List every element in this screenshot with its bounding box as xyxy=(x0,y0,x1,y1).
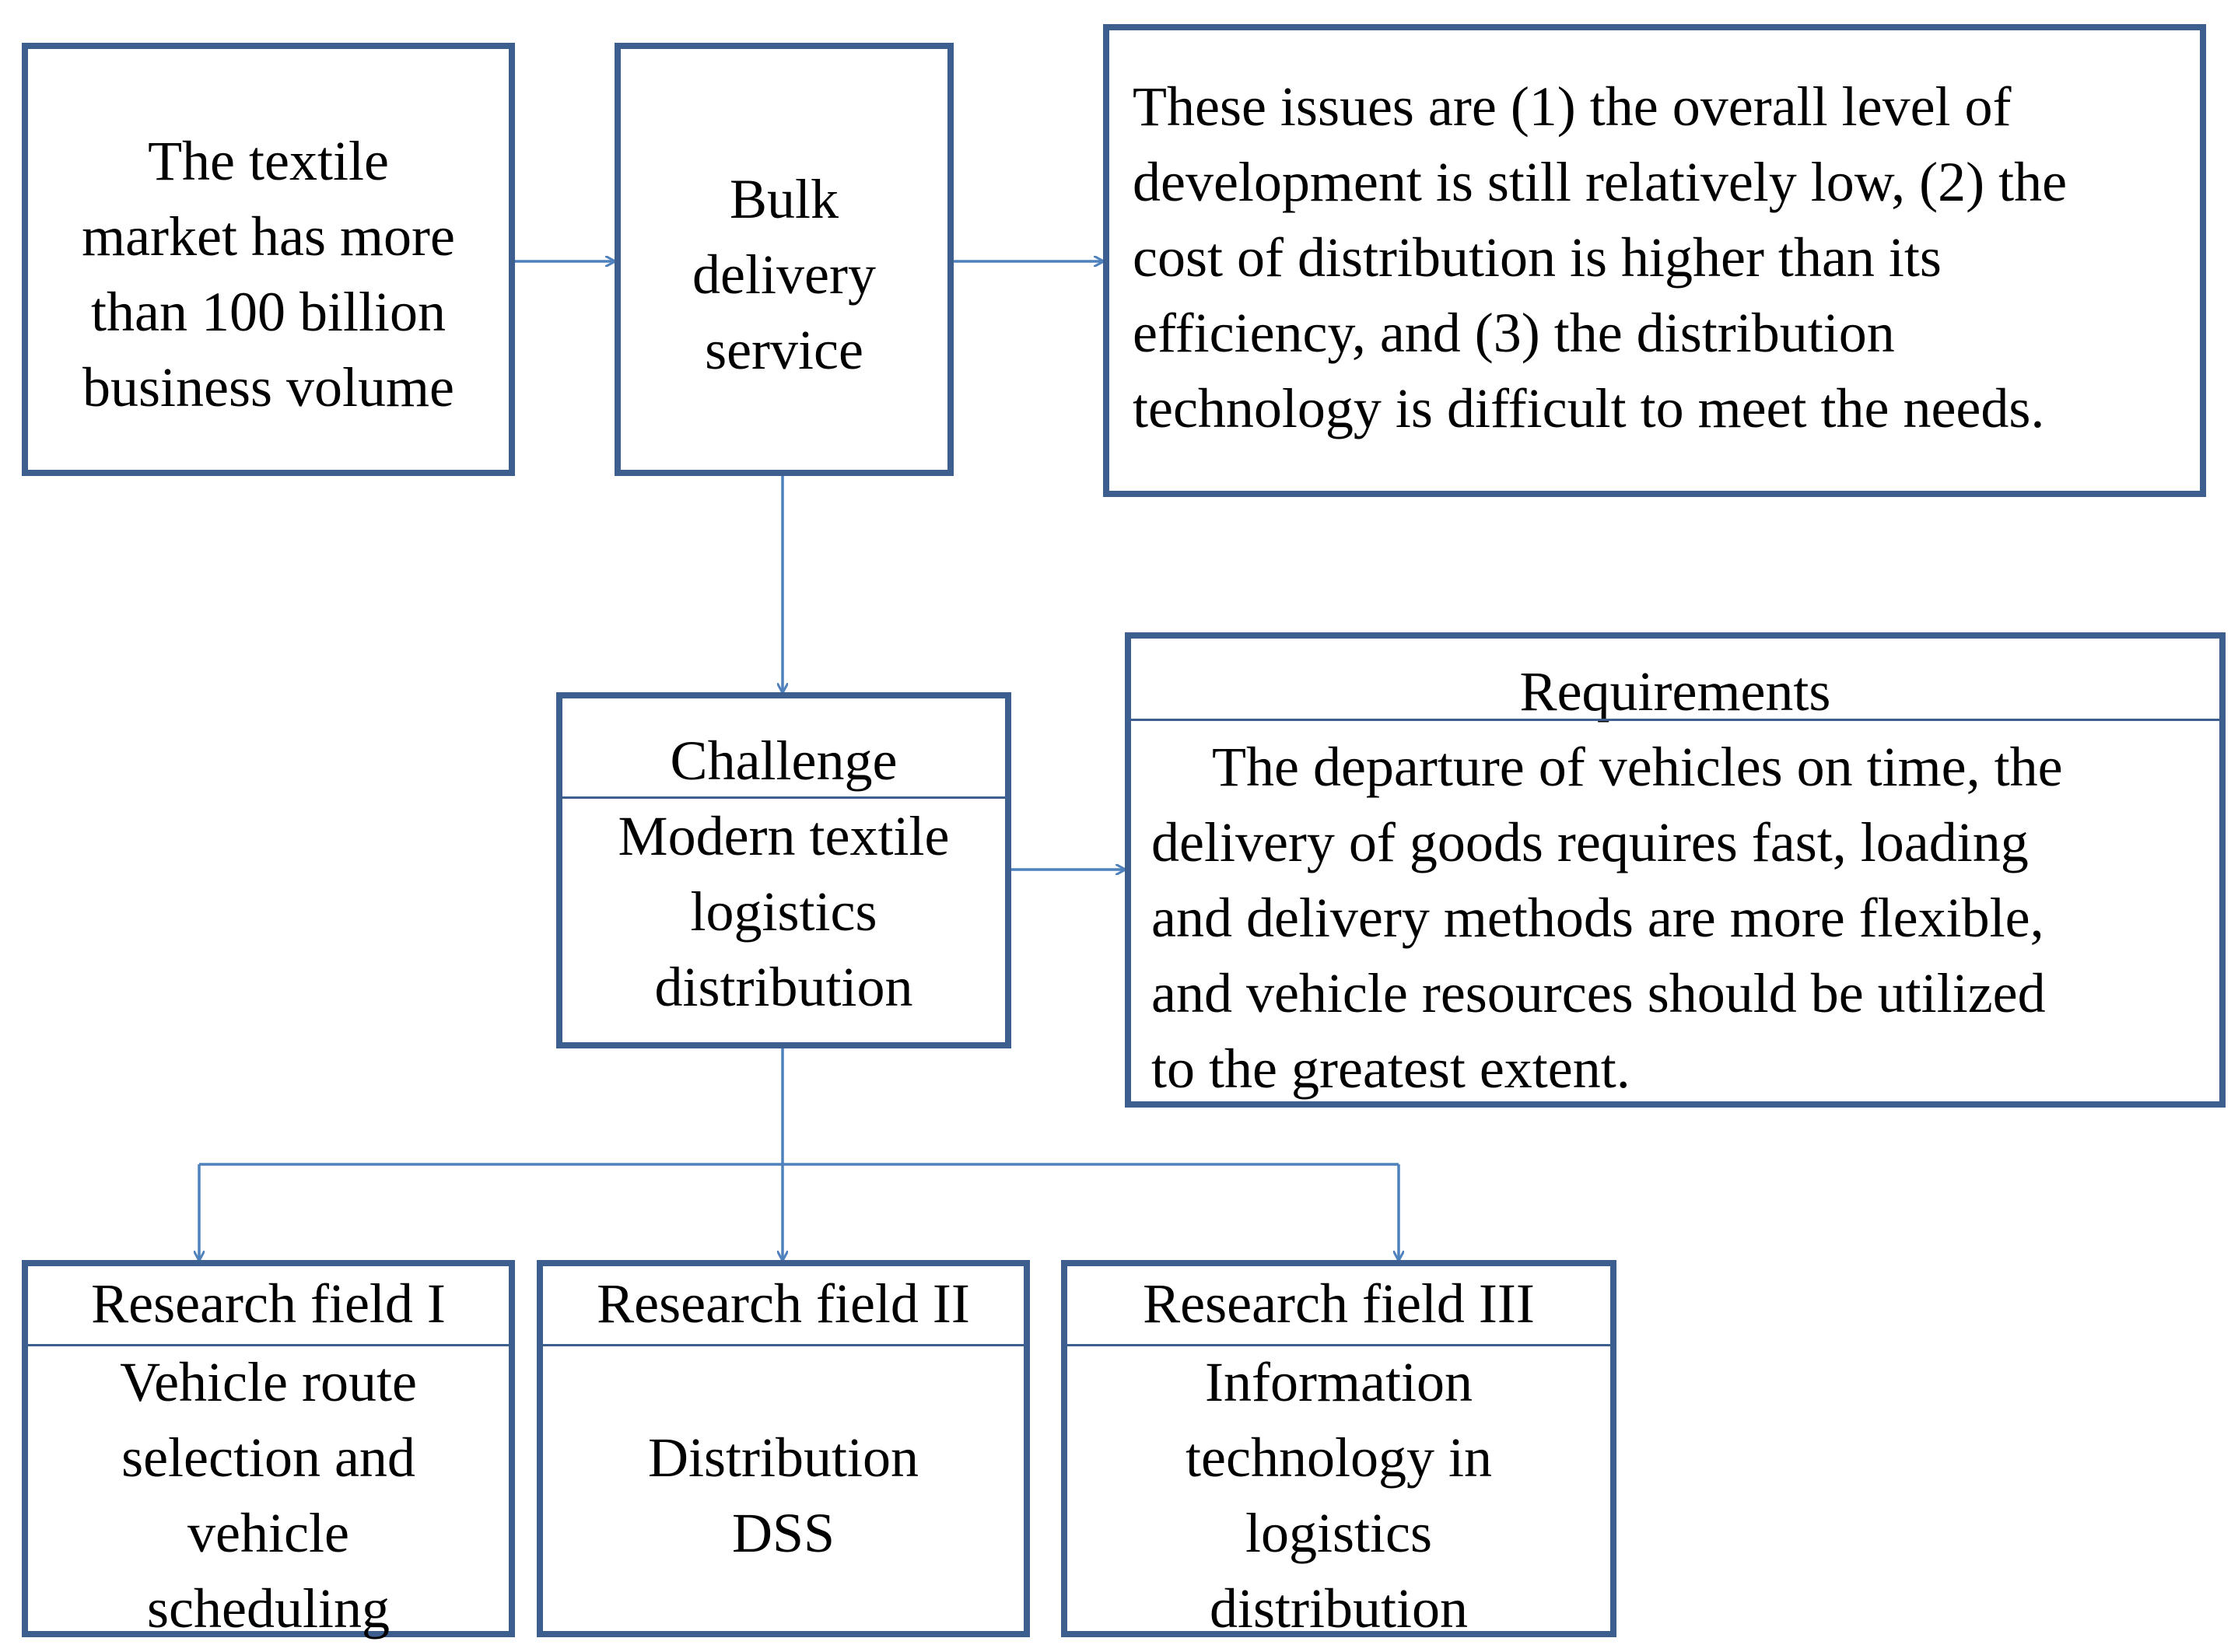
challenge-box: Challenge Modern textile logistics distr… xyxy=(556,692,1011,1048)
requirements-title: Requirements xyxy=(1519,660,1831,723)
market-line-4: business volume xyxy=(82,356,454,418)
field2-line-2: DSS xyxy=(731,1502,835,1564)
research-field-1-divider xyxy=(22,1344,509,1346)
market-volume-box: The textile market has more than 100 bil… xyxy=(22,43,515,476)
research-field-2-box: Research field II Distribution DSS xyxy=(537,1260,1030,1637)
research-field-1-title: Research field I xyxy=(91,1272,446,1335)
field3-line-3: logistics xyxy=(1245,1502,1432,1564)
bulk-delivery-box: Bulk delivery service xyxy=(615,43,954,476)
research-field-2-divider xyxy=(537,1344,1024,1346)
bulk-line-2: delivery xyxy=(692,243,876,306)
research-field-2-title: Research field II xyxy=(597,1272,970,1335)
challenge-line-2: logistics xyxy=(690,880,877,943)
challenge-line-3: distribution xyxy=(654,956,913,1018)
requirements-line-3: and delivery methods are more flexible, xyxy=(1151,887,2044,949)
challenge-title: Challenge xyxy=(670,730,898,792)
research-field-3-box: Research field III Information technolog… xyxy=(1061,1260,1616,1640)
requirements-line-1: The departure of vehicles on time, the xyxy=(1212,736,2063,798)
field2-line-1: Distribution xyxy=(647,1426,919,1489)
requirements-box: Requirements The departure of vehicles o… xyxy=(1125,632,2226,1108)
research-field-3-divider xyxy=(1061,1344,1610,1346)
issues-box: These issues are (1) the overall level o… xyxy=(1103,24,2206,497)
market-line-3: than 100 billion xyxy=(91,281,446,343)
research-field-1-box: Research field I Vehicle route selection… xyxy=(22,1260,515,1640)
requirements-line-2: delivery of goods requires fast, loading xyxy=(1151,811,2029,873)
requirements-divider xyxy=(1125,719,2219,721)
market-line-2: market has more xyxy=(82,205,455,268)
issues-line-1: These issues are (1) the overall level o… xyxy=(1133,75,2012,138)
requirements-line-4: and vehicle resources should be utilized xyxy=(1151,962,2046,1024)
issues-line-5: technology is difficult to meet the need… xyxy=(1133,377,2045,439)
research-field-3-title: Research field III xyxy=(1143,1272,1535,1335)
issues-line-3: cost of distribution is higher than its xyxy=(1133,226,1942,289)
market-line-1: The textile xyxy=(148,130,389,192)
field1-line-4: scheduling xyxy=(147,1577,390,1640)
field3-line-4: distribution xyxy=(1209,1577,1468,1640)
field3-line-1: Information xyxy=(1205,1351,1473,1413)
field1-line-3: vehicle xyxy=(187,1502,349,1564)
field1-line-2: selection and xyxy=(121,1426,415,1489)
challenge-divider xyxy=(556,796,1005,799)
issues-line-2: development is still relatively low, (2)… xyxy=(1133,151,2068,213)
field1-line-1: Vehicle route xyxy=(120,1351,417,1413)
issues-line-4: efficiency, and (3) the distribution xyxy=(1133,302,1895,364)
requirements-line-5: to the greatest extent. xyxy=(1151,1038,1630,1100)
bulk-line-1: Bulk xyxy=(729,168,839,230)
challenge-line-1: Modern textile xyxy=(618,805,950,867)
bulk-line-3: service xyxy=(705,319,863,381)
field3-line-2: technology in xyxy=(1186,1426,1492,1489)
